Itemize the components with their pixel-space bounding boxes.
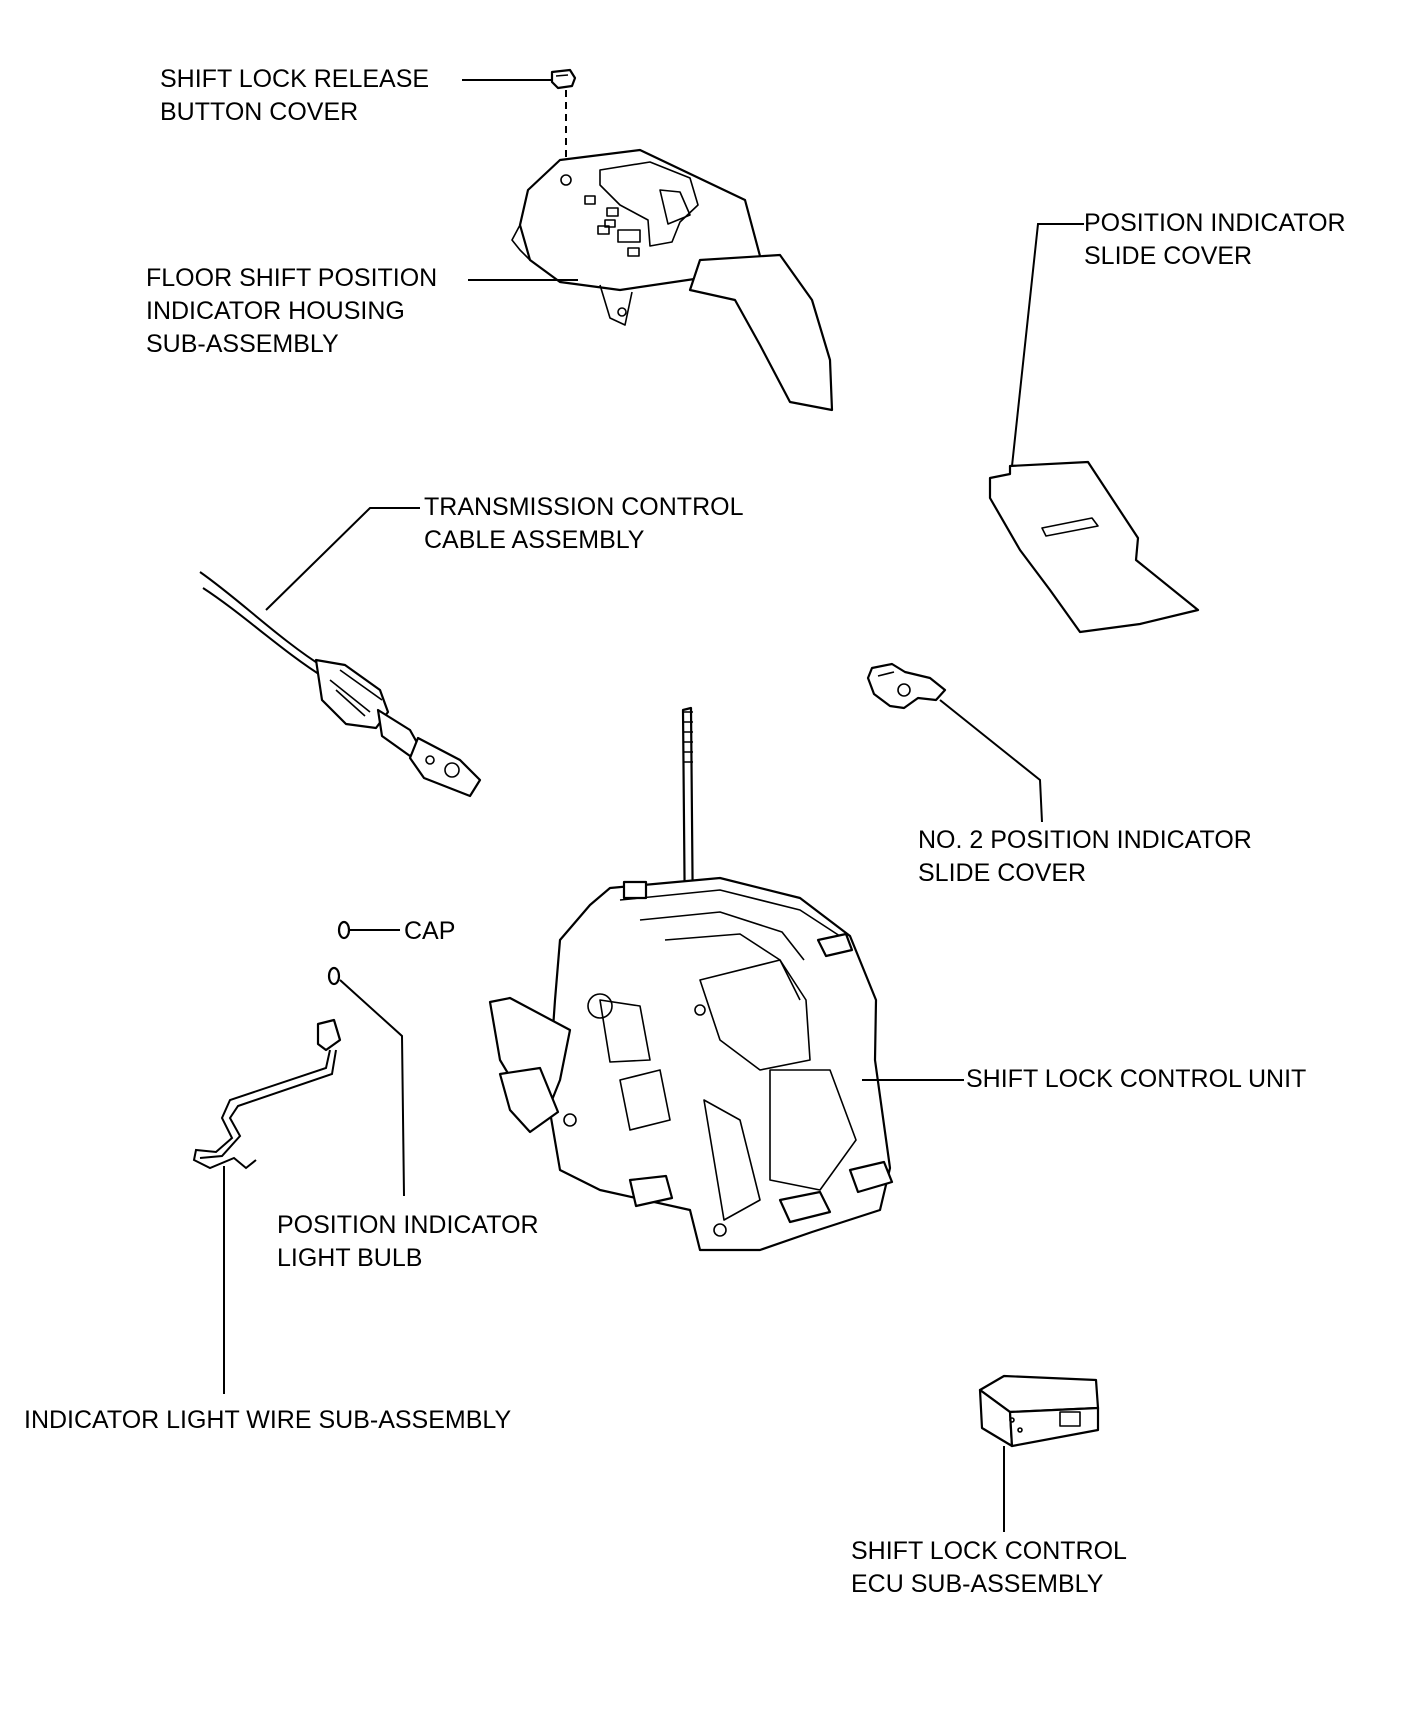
- label-line: LIGHT BULB: [277, 1244, 423, 1272]
- ecu-part: [978, 1374, 1100, 1448]
- label-line: SUB-ASSEMBLY: [146, 330, 339, 358]
- label-line: BUTTON COVER: [160, 98, 359, 126]
- label-transmission-control-cable: TRANSMISSION CONTROL CABLE ASSEMBLY: [424, 491, 743, 557]
- label-shift-lock-control-ecu: SHIFT LOCK CONTROL ECU SUB-ASSEMBLY: [851, 1535, 1127, 1601]
- leader-cable: [265, 507, 420, 611]
- label-line: SLIDE COVER: [1084, 242, 1253, 270]
- shift-lock-release-button-cover-part: [550, 68, 577, 90]
- label-line: NO. 2 POSITION INDICATOR: [918, 826, 1252, 854]
- indicator-housing-part: [511, 148, 834, 412]
- label-line: SLIDE COVER: [918, 859, 1087, 887]
- label-line: FLOOR SHIFT POSITION: [146, 264, 438, 292]
- label-shift-lock-release-button-cover: SHIFT LOCK RELEASE BUTTON COVER: [160, 63, 429, 129]
- slide-cover-part: [988, 460, 1200, 634]
- label-line: POSITION INDICATOR: [1084, 209, 1346, 237]
- shift-lock-control-unit-part: [488, 706, 894, 1252]
- label-line: INDICATOR LIGHT WIRE SUB-ASSEMBLY: [24, 1406, 512, 1434]
- leader-slide-cover: [1011, 223, 1084, 467]
- label-line: SHIFT LOCK RELEASE: [160, 65, 430, 93]
- label-shift-lock-control-unit: SHIFT LOCK CONTROL UNIT: [966, 1063, 1306, 1096]
- label-floor-shift-position-indicator-housing: FLOOR SHIFT POSITION INDICATOR HOUSING S…: [146, 262, 437, 361]
- label-no2-position-indicator-slide-cover: NO. 2 POSITION INDICATOR SLIDE COVER: [918, 824, 1252, 890]
- label-line: INDICATOR HOUSING: [146, 297, 405, 325]
- label-line: CAP: [404, 917, 456, 945]
- label-position-indicator-slide-cover: POSITION INDICATOR SLIDE COVER: [1084, 207, 1346, 273]
- transmission-cable-part: [199, 571, 482, 798]
- label-line: SHIFT LOCK CONTROL UNIT: [966, 1065, 1307, 1093]
- leader-no2-slide-cover: [939, 699, 1043, 823]
- no2-slide-cover-part: [866, 662, 947, 710]
- label-position-indicator-light-bulb: POSITION INDICATOR LIGHT BULB: [277, 1209, 539, 1275]
- label-indicator-light-wire: INDICATOR LIGHT WIRE SUB-ASSEMBLY: [24, 1404, 511, 1437]
- label-line: POSITION INDICATOR: [277, 1211, 539, 1239]
- label-line: CABLE ASSEMBLY: [424, 526, 645, 554]
- cap-part: [337, 920, 351, 940]
- indicator-wire-part: [192, 1018, 342, 1170]
- label-cap: CAP: [404, 915, 455, 948]
- leader-bulb: [339, 979, 405, 1197]
- light-bulb-part: [327, 966, 341, 986]
- label-line: ECU SUB-ASSEMBLY: [851, 1570, 1104, 1598]
- label-line: SHIFT LOCK CONTROL: [851, 1537, 1127, 1565]
- label-line: TRANSMISSION CONTROL: [424, 493, 744, 521]
